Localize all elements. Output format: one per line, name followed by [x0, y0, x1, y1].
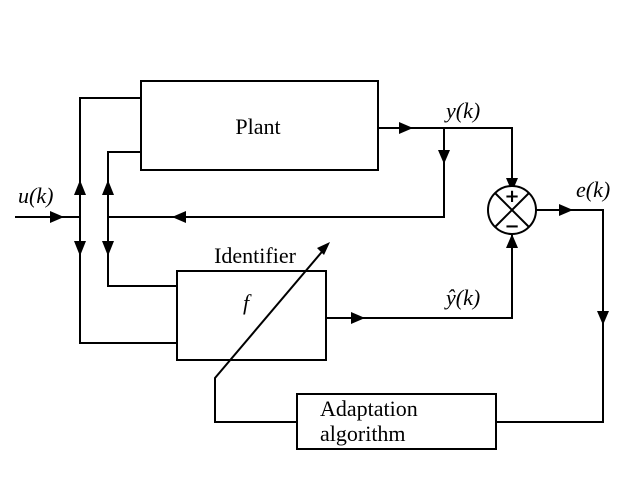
y-feedback-bus-line	[107, 151, 177, 287]
plant-output-line	[378, 127, 513, 190]
adaptation-algorithm-block	[296, 393, 497, 450]
summing-junction	[487, 185, 537, 235]
u-down-arrow	[74, 241, 86, 256]
plant-block	[140, 80, 379, 171]
adaptation-label-line1: Adaptation	[320, 396, 418, 421]
u-up-arrow	[74, 180, 86, 195]
feedback-left-arrow	[172, 211, 186, 223]
plant-output-signal-label: y(k)	[444, 98, 480, 123]
feedback-down-arrow	[438, 150, 450, 164]
minus-sign: −	[504, 216, 519, 237]
identifier-function-label: f	[243, 290, 252, 315]
error-down-arrow	[597, 311, 609, 325]
y-up-arrow	[102, 180, 114, 195]
y-down-arrow	[102, 241, 114, 256]
identifier-output-line	[326, 234, 513, 319]
plant-label: Plant	[235, 114, 280, 139]
u-bus-line	[79, 97, 177, 344]
identifier-output-signal-label: ŷ(k)	[444, 285, 480, 310]
input-signal-label: u(k)	[18, 183, 53, 208]
identifier-block	[176, 270, 327, 361]
identifier-output-arrow	[351, 312, 365, 324]
summer-minus-arrow	[506, 234, 518, 248]
input-arrow	[50, 211, 64, 223]
plus-sign: +	[504, 186, 519, 207]
adjustment-arrow	[317, 242, 330, 255]
adaptation-line	[214, 246, 327, 423]
plant-output-arrow	[399, 122, 413, 134]
identifier-label: Identifier	[214, 243, 297, 268]
adaptation-label-line2: algorithm	[320, 421, 406, 446]
error-signal-label: e(k)	[576, 177, 610, 202]
error-right-arrow	[559, 204, 573, 216]
